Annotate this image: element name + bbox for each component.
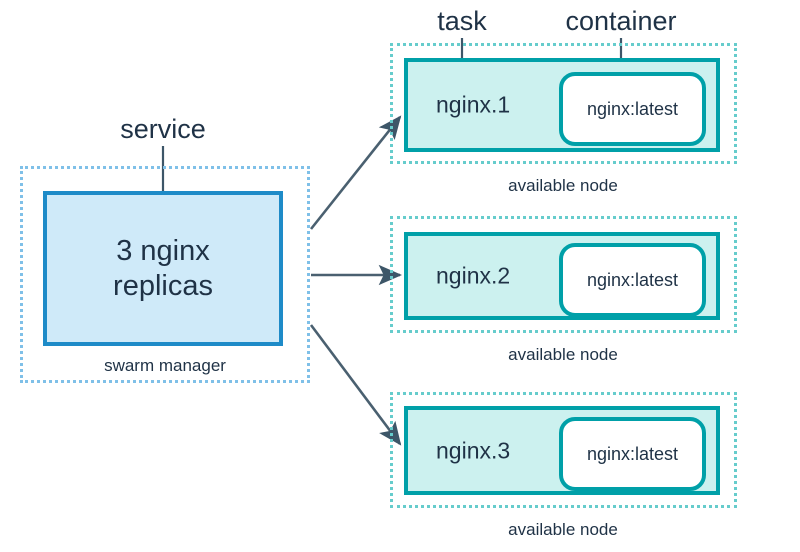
swarm-manager-caption: swarm manager: [104, 356, 226, 375]
container-box-1[interactable]: nginx:latest: [559, 72, 706, 146]
callout-label-service: service: [120, 114, 206, 144]
task-name-3: nginx.3: [436, 437, 511, 463]
task-box-3[interactable]: nginx.3 nginx:latest: [404, 406, 720, 495]
container-image-3: nginx:latest: [586, 444, 679, 464]
node-caption-1: available node: [508, 176, 618, 195]
task-name-2: nginx.2: [436, 262, 511, 289]
node-outline-3: [390, 392, 737, 508]
container-image-2: nginx:latest: [586, 270, 679, 290]
service-box-text: 3 nginx replicas: [113, 235, 213, 302]
task-name-1: nginx.1: [436, 91, 511, 118]
container-box-2[interactable]: nginx:latest: [559, 243, 706, 317]
node-outline-2: [390, 216, 737, 333]
callout-label-container: container: [565, 6, 677, 36]
swarm-manager-outline: [20, 166, 310, 383]
service-box[interactable]: 3 nginx replicas: [43, 191, 283, 346]
container-image-1: nginx:latest: [586, 99, 679, 119]
node-caption-2: available node: [508, 345, 618, 364]
task-box-2[interactable]: nginx.2 nginx:latest: [404, 232, 720, 320]
container-box-3[interactable]: nginx:latest: [559, 417, 706, 491]
callout-label-task: task: [437, 6, 487, 36]
node-caption-3: available node: [508, 520, 618, 539]
arrow-service-to-node-1: [309, 115, 402, 230]
task-box-1[interactable]: nginx.1 nginx:latest: [404, 58, 720, 152]
arrow-service-to-node-3: [309, 324, 402, 446]
node-outline-1: [390, 43, 737, 164]
